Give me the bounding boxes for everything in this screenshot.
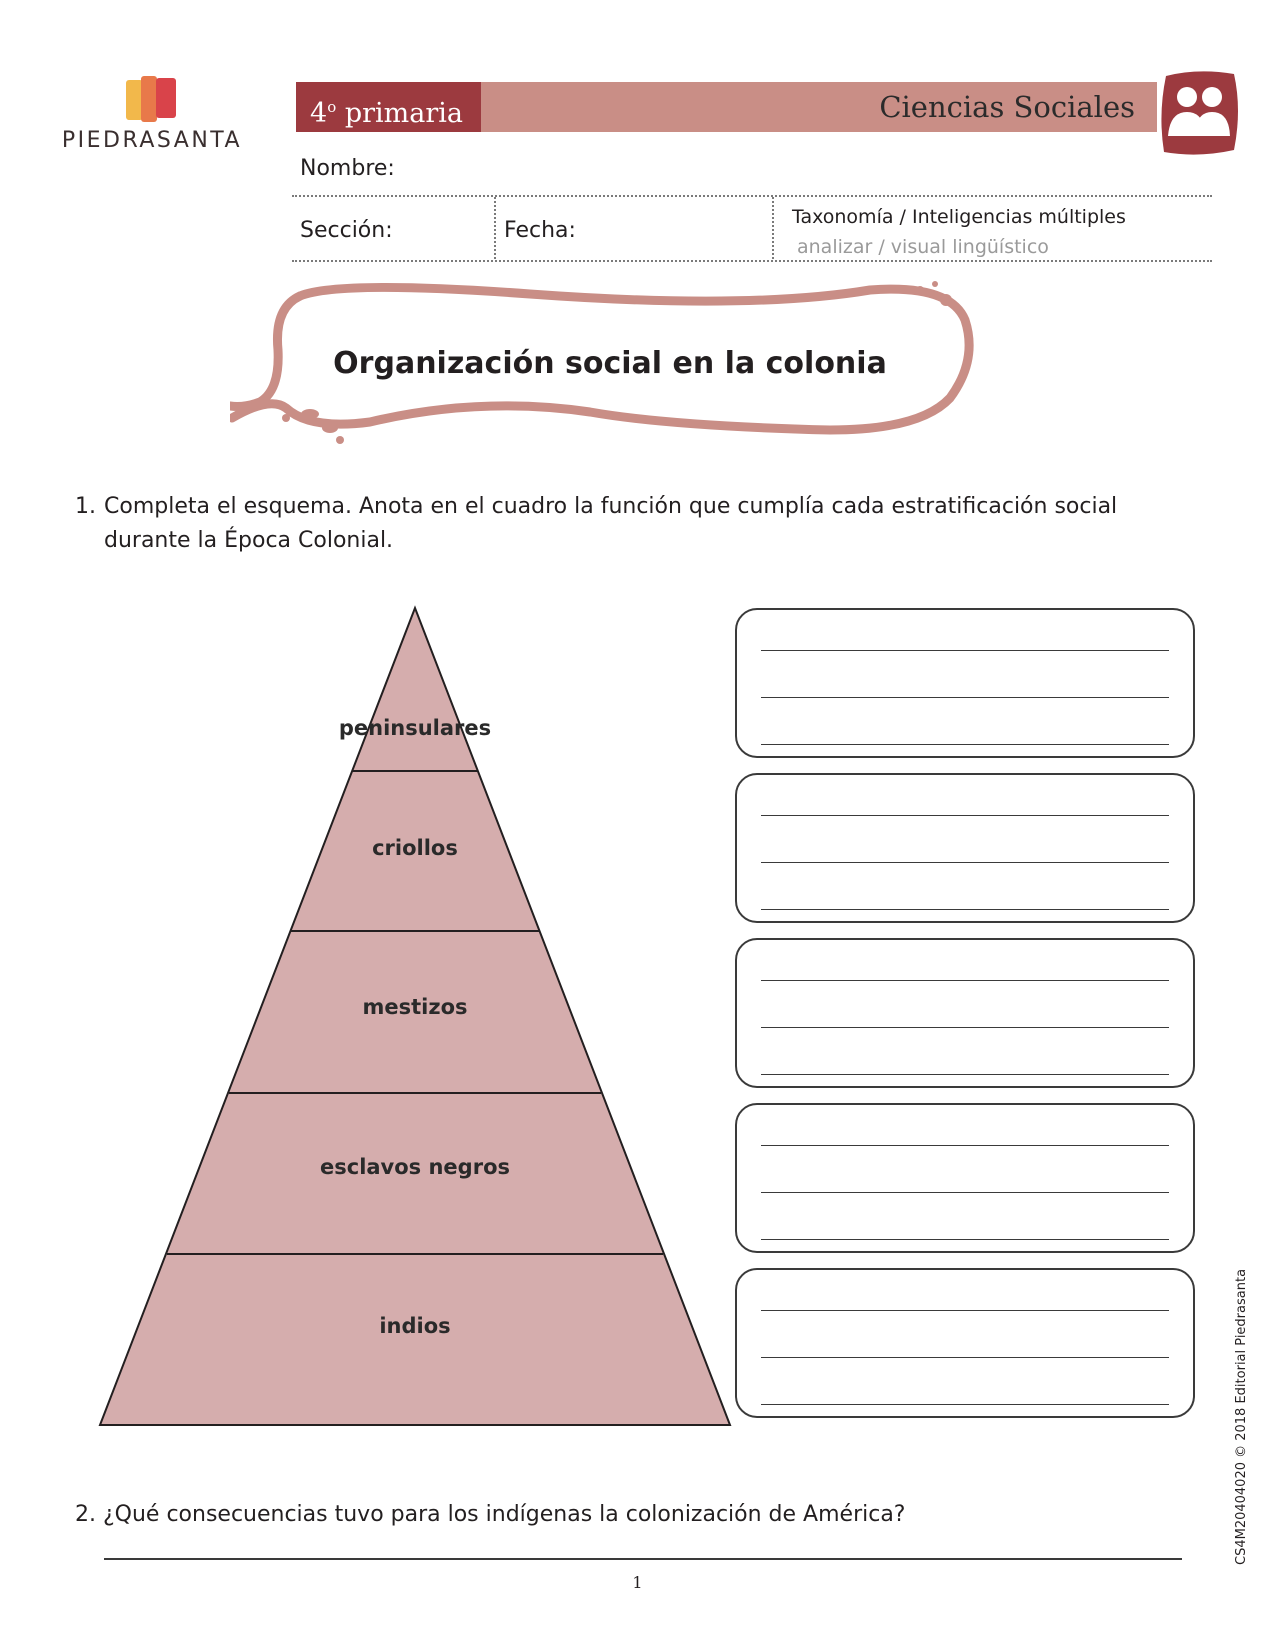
- grade-ordinal: o: [327, 98, 337, 116]
- tier-label-esclavos-negros: esclavos negros: [320, 1155, 510, 1179]
- answer-box-criollos[interactable]: [735, 773, 1195, 923]
- subject-band: [481, 82, 1157, 132]
- divider: [494, 197, 496, 259]
- writing-line: [761, 862, 1169, 863]
- worksheet-title: Organización social en la colonia: [333, 346, 887, 381]
- book-logo-icon: [126, 76, 176, 122]
- writing-line: [761, 980, 1169, 981]
- writing-line: [761, 1404, 1169, 1405]
- writing-line: [761, 1310, 1169, 1311]
- name-label: Nombre:: [300, 156, 395, 181]
- taxonomy-label: Taxonomía / Inteligencias múltiples: [792, 206, 1126, 228]
- grade-number: 4: [310, 98, 328, 129]
- date-field[interactable]: [580, 200, 770, 258]
- tier-label-peninsulares: peninsulares: [338, 716, 492, 740]
- writing-line: [761, 650, 1169, 651]
- divider: [292, 195, 1212, 197]
- tier-label-criollos: criollos: [372, 836, 458, 860]
- writing-line: [761, 909, 1169, 910]
- taxonomy-value: analizar / visual lingüístico: [797, 236, 1049, 258]
- question-1-number: 1.: [75, 494, 96, 519]
- writing-line: [761, 1027, 1169, 1028]
- social-pyramid: [98, 605, 732, 1426]
- brand-name: PIEDRASANTA: [61, 128, 243, 153]
- answer-box-peninsulares[interactable]: [735, 608, 1195, 758]
- section-field[interactable]: [380, 200, 490, 258]
- question-2-text: 2. ¿Qué consecuencias tuvo para los indí…: [75, 1502, 906, 1527]
- writing-line: [761, 1192, 1169, 1193]
- writing-line: [761, 744, 1169, 745]
- answer-box-indios[interactable]: [735, 1268, 1195, 1418]
- divider: [772, 197, 774, 259]
- writing-line: [761, 815, 1169, 816]
- grade-badge: 4o primaria: [296, 82, 481, 132]
- question-2-answer-line[interactable]: [104, 1558, 1182, 1560]
- tier-label-mestizos: mestizos: [362, 995, 468, 1019]
- writing-line: [761, 1239, 1169, 1240]
- pyramid-shape: [98, 605, 732, 1426]
- answer-box-esclavos-negros[interactable]: [735, 1103, 1195, 1253]
- writing-line: [761, 1145, 1169, 1146]
- writing-line: [761, 1074, 1169, 1075]
- tier-label-indios: indios: [379, 1314, 451, 1338]
- people-icon: [1161, 71, 1238, 155]
- subject-title: Ciencias Sociales: [879, 90, 1135, 124]
- answer-box-mestizos[interactable]: [735, 938, 1195, 1088]
- copyright-side-text: CS4M20404020 © 2018 Editorial Piedrasant…: [1234, 1268, 1249, 1565]
- writing-line: [761, 697, 1169, 698]
- section-label: Sección:: [300, 218, 393, 243]
- date-label: Fecha:: [504, 218, 576, 243]
- page-number: 1: [632, 1573, 643, 1592]
- writing-line: [761, 1357, 1169, 1358]
- divider: [292, 260, 1212, 262]
- piedrasanta-logo: PIEDRASANTA: [52, 70, 252, 160]
- name-field[interactable]: [300, 150, 1210, 196]
- question-1-text: Completa el esquema. Anota en el cuadro …: [104, 494, 1118, 553]
- grade-label: primaria: [344, 98, 463, 129]
- title-speech-bubble: [230, 281, 974, 444]
